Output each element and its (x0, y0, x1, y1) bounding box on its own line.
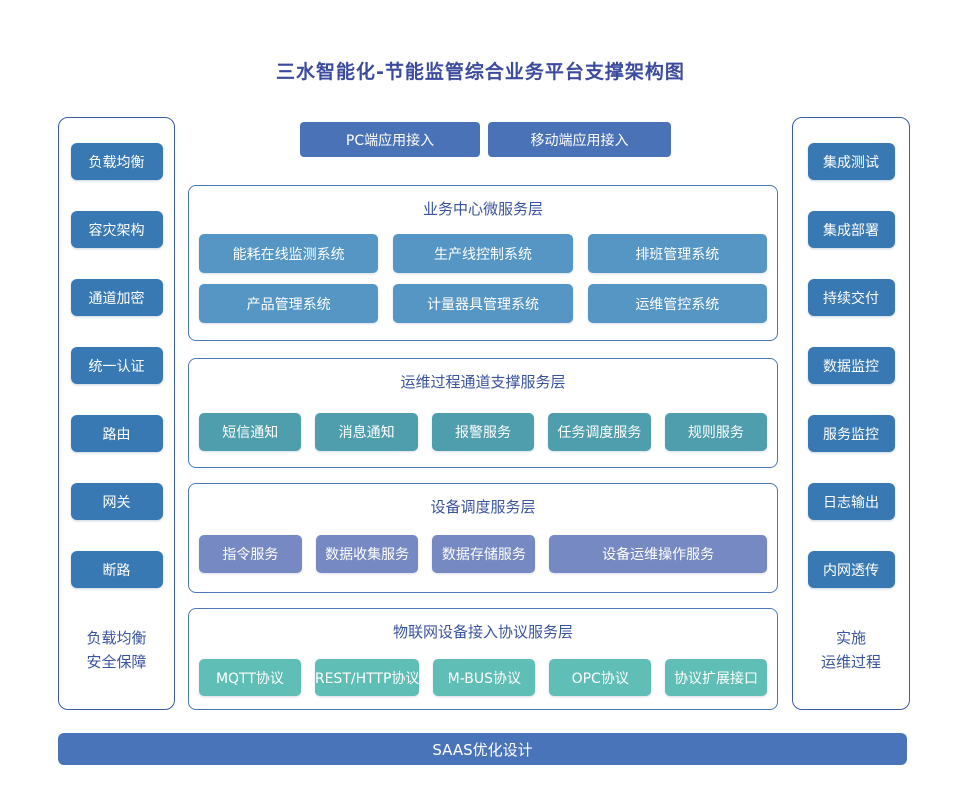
node-routing: 路由 (70, 415, 163, 452)
left-panel-caption-line2: 安全保障 (86, 653, 147, 671)
node-data-monitoring: 数据监控 (807, 347, 895, 384)
node-rest-http-protocol: REST/HTTP协议 (314, 659, 420, 696)
node-opc-protocol: OPC协议 (549, 659, 652, 696)
node-energy-online-monitoring: 能耗在线监测系统 (199, 234, 379, 273)
node-shift-scheduling: 排班管理系统 (587, 234, 767, 273)
node-circuit-breaker: 断路 (70, 551, 163, 588)
layer-device-scheduling: 设备调度服务层 指令服务 数据收集服务 数据存储服务 设备运维操作服务 (188, 483, 778, 593)
node-unified-auth: 统一认证 (70, 347, 163, 384)
layer-ops-channel-support: 运维过程通道支撑服务层 短信通知 消息通知 报警服务 任务调度服务 规则服务 (188, 358, 778, 468)
layer-ops-channel-row: 短信通知 消息通知 报警服务 任务调度服务 规则服务 (199, 413, 768, 451)
layer-ops-channel-title: 运维过程通道支撑服务层 (400, 373, 566, 391)
layer-iot-protocol-access: 物联网设备接入协议服务层 MQTT协议 REST/HTTP协议 M-BUS协议 … (188, 608, 778, 710)
layer-device-scheduling-row: 指令服务 数据收集服务 数据存储服务 设备运维操作服务 (199, 535, 767, 573)
left-panel: 负载均衡 容灾架构 通道加密 统一认证 路由 网关 断路 负载均衡 安全保障 (58, 117, 175, 710)
layer-device-scheduling-title: 设备调度服务层 (430, 498, 536, 516)
node-mobile-access: 移动端应用接入 (488, 122, 671, 157)
node-gateway: 网关 (70, 483, 163, 520)
node-data-storage-service: 数据存储服务 (432, 535, 536, 573)
node-rule-service: 规则服务 (664, 413, 768, 451)
page-title: 三水智能化-节能监管综合业务平台支撑架构图 (276, 61, 685, 83)
node-task-scheduling-service: 任务调度服务 (548, 413, 651, 451)
node-device-ops-operation-service: 设备运维操作服务 (549, 535, 767, 573)
node-channel-encryption: 通道加密 (70, 279, 163, 316)
saas-optimization-bar: SAAS优化设计 (58, 733, 907, 765)
node-production-line-control: 生产线控制系统 (393, 234, 573, 273)
top-access-row: PC端应用接入 移动端应用接入 (300, 122, 671, 157)
node-log-output: 日志输出 (807, 483, 895, 520)
left-panel-caption-line1: 负载均衡 (86, 629, 147, 647)
node-intranet-passthrough: 内网透传 (807, 551, 895, 588)
node-mqtt-protocol: MQTT协议 (199, 659, 301, 696)
layer-iot-protocol-row: MQTT协议 REST/HTTP协议 M-BUS协议 OPC协议 协议扩展接口 (199, 659, 767, 696)
layer-business-title: 业务中心微服务层 (422, 200, 543, 218)
left-panel-stack: 负载均衡 容灾架构 通道加密 统一认证 路由 网关 断路 (59, 118, 174, 588)
node-product-management: 产品管理系统 (199, 284, 379, 323)
node-alarm-service: 报警服务 (431, 413, 535, 451)
node-mbus-protocol: M-BUS协议 (433, 659, 536, 696)
node-sms-notification: 短信通知 (199, 413, 302, 451)
node-command-service: 指令服务 (199, 535, 302, 573)
node-data-collection-service: 数据收集服务 (315, 535, 419, 573)
right-panel: 集成测试 集成部署 持续交付 数据监控 服务监控 日志输出 内网透传 实施 运维… (792, 117, 910, 710)
layer-business-grid: 能耗在线监测系统 生产线控制系统 排班管理系统 产品管理系统 计量器具管理系统 … (199, 234, 767, 323)
left-panel-caption: 负载均衡 安全保障 (59, 626, 174, 674)
right-panel-stack: 集成测试 集成部署 持续交付 数据监控 服务监控 日志输出 内网透传 (793, 118, 909, 588)
node-integration-testing: 集成测试 (807, 143, 895, 180)
layer-business-microservices: 业务中心微服务层 能耗在线监测系统 生产线控制系统 排班管理系统 产品管理系统 … (188, 185, 778, 341)
node-metering-instrument-management: 计量器具管理系统 (393, 284, 573, 323)
node-protocol-extension-interface: 协议扩展接口 (665, 659, 767, 696)
right-panel-caption: 实施 运维过程 (793, 626, 909, 674)
node-disaster-recovery: 容灾架构 (70, 211, 163, 248)
node-continuous-delivery: 持续交付 (807, 279, 895, 316)
node-pc-access: PC端应用接入 (300, 122, 480, 157)
right-panel-caption-line2: 运维过程 (820, 653, 881, 671)
node-ops-control-system: 运维管控系统 (587, 284, 767, 323)
node-integration-deployment: 集成部署 (807, 211, 895, 248)
node-message-notification: 消息通知 (315, 413, 418, 451)
node-load-balancing: 负载均衡 (70, 143, 163, 180)
node-service-monitoring: 服务监控 (807, 415, 895, 452)
layer-iot-protocol-title: 物联网设备接入协议服务层 (392, 623, 573, 641)
right-panel-caption-line1: 实施 (835, 629, 866, 647)
